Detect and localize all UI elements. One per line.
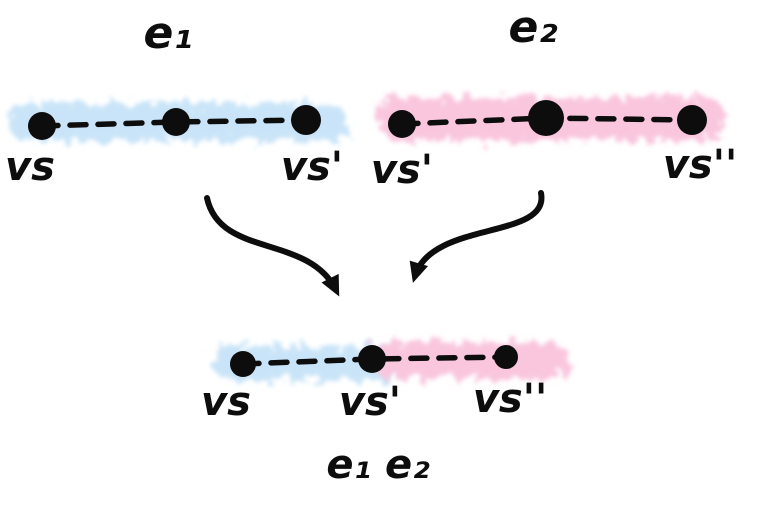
edge1-label: e₁ [143, 8, 192, 59]
edge2-node-mid-dot [528, 100, 564, 136]
edge2-merge-arrow [409, 190, 545, 283]
combined-node-vs-doubleprime-dot [494, 345, 518, 369]
combined-mid-label: vs' [339, 379, 401, 425]
combined-group: vs vs' vs'' e₁ e₂ [201, 342, 570, 488]
merge-arrows-group [204, 190, 545, 297]
edge2-start-label: vs' [371, 147, 433, 193]
edge1-dashed-line [39, 117, 309, 129]
edge2-node-vs-prime-dot [388, 110, 416, 138]
edge1-merge-arrow [204, 195, 340, 297]
combined-node-vs-dot [230, 351, 256, 377]
edge1-start-label: vs [5, 144, 55, 190]
edge2-node-vs-doubleprime-dot [677, 105, 707, 135]
edge1-node-vs-prime-dot [291, 105, 321, 135]
edge1-node-mid-dot [162, 108, 190, 136]
edge2-label: e₂ [508, 2, 557, 53]
edge2-group: e₂ vs' vs'' [371, 2, 737, 193]
edge1-end-label: vs' [281, 144, 343, 190]
combined-node-vs-prime-dot [358, 345, 386, 373]
edge1-node-vs-dot [28, 112, 56, 140]
edge2-end-label: vs'' [663, 142, 737, 188]
combined-end-label: vs'' [473, 376, 547, 422]
combined-edges-label: e₁ e₂ [326, 442, 430, 488]
edge1-group: e₁ vs vs' [5, 8, 348, 190]
combined-start-label: vs [201, 379, 251, 425]
